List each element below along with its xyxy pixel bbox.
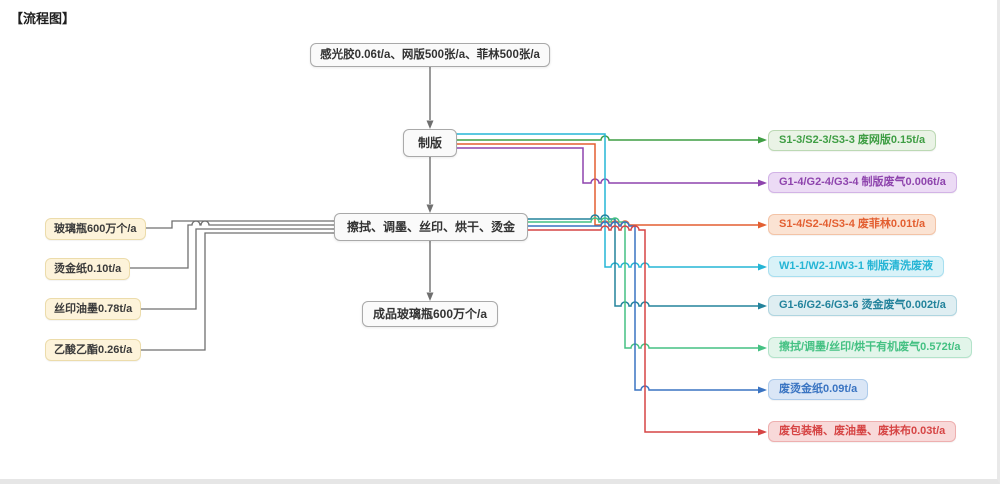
output-waste-misc[interactable]: 废包装桶、废油墨、废抹布0.03t/a xyxy=(768,421,957,442)
connector-ethyl-acetate xyxy=(110,232,341,351)
node-process[interactable]: 擦拭、调墨、丝印、烘干、烫金 xyxy=(333,213,529,241)
node-plate-making[interactable]: 制版 xyxy=(402,129,458,157)
connector-screen-ink xyxy=(110,228,341,310)
arrow-waste-misc xyxy=(758,428,767,436)
arrow-cleaning-wastewater xyxy=(758,263,767,271)
connector-stamping-gas xyxy=(505,214,758,307)
connector-waste-screen xyxy=(450,135,758,141)
output-stamping-gas[interactable]: G1-6/G2-6/G3-6 烫金废气0.002t/a xyxy=(768,295,957,316)
output-platemaking-gas[interactable]: G1-4/G2-4/G3-4 制版废气0.006t/a xyxy=(768,172,957,193)
connector-cleaning-wastewater xyxy=(450,133,758,268)
connector-waste-film xyxy=(450,143,758,226)
connector-organic-gas xyxy=(505,217,758,349)
node-top-input[interactable]: 感光胶0.06t/a、网版500张/a、菲林500张/a xyxy=(310,43,550,67)
arrow-stamping-gas xyxy=(758,302,767,310)
arrow-waste-screen xyxy=(758,136,767,144)
connector-waste-stamping-paper xyxy=(505,221,758,391)
page-title: 【流程图】 xyxy=(10,11,76,26)
output-cleaning-wastewater[interactable]: W1-1/W2-1/W3-1 制版清洗废液 xyxy=(768,256,945,277)
input-glass-bottle[interactable]: 玻璃瓶600万个/a xyxy=(45,218,146,240)
spine-arrow-product xyxy=(426,292,434,301)
output-waste-film[interactable]: S1-4/S2-4/S3-4 废菲林0.01t/a xyxy=(768,214,937,235)
arrow-platemaking-gas xyxy=(758,179,767,187)
connector-waste-misc xyxy=(505,225,758,433)
connector-stamping-paper xyxy=(110,220,341,269)
output-waste-stamping-paper[interactable]: 废烫金纸0.09t/a xyxy=(768,379,869,400)
input-screen-ink[interactable]: 丝印油墨0.78t/a xyxy=(45,298,142,320)
arrow-waste-film xyxy=(758,221,767,229)
input-stamping-paper[interactable]: 烫金纸0.10t/a xyxy=(45,258,131,280)
arrow-organic-gas xyxy=(758,344,767,352)
input-ethyl-acetate[interactable]: 乙酸乙酯0.26t/a xyxy=(45,339,142,361)
arrow-waste-stamping-paper xyxy=(758,386,767,394)
output-waste-screen[interactable]: S1-3/S2-3/S3-3 废网版0.15t/a xyxy=(768,130,937,151)
connector-platemaking-gas xyxy=(450,147,758,184)
spine-arrow-platemaking xyxy=(426,120,434,129)
output-organic-gas[interactable]: 擦拭/调墨/丝印/烘干有机废气0.572t/a xyxy=(768,337,972,358)
node-product[interactable]: 成品玻璃瓶600万个/a xyxy=(361,301,499,327)
spine-arrow-process xyxy=(426,204,434,213)
